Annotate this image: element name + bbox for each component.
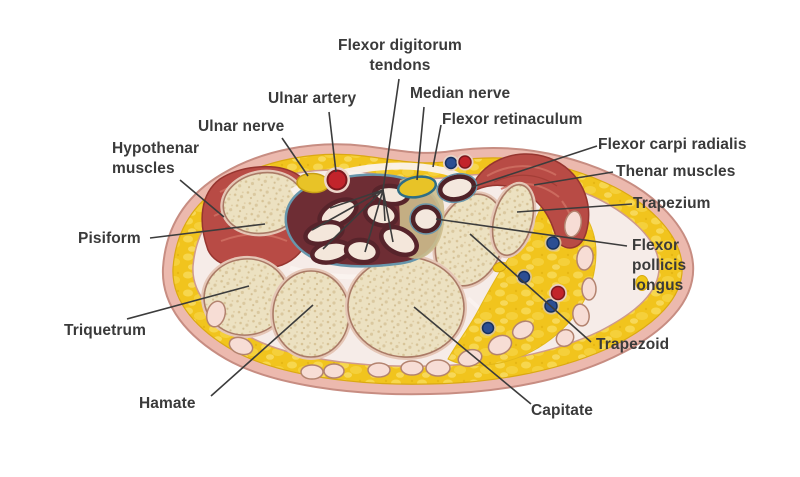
trapezoid-bone [432, 191, 508, 289]
label-median-nerve: Median nerve [410, 85, 511, 102]
label-trapezium: Trapezium [633, 195, 711, 212]
pointer-lines [126, 78, 633, 405]
label-flexor-digitorum-tendons: Flexor digitorum tendons [338, 37, 462, 74]
hamate-bone [270, 268, 352, 360]
pisiform-bone [220, 169, 306, 237]
label-ulnar-artery: Ulnar artery [268, 90, 357, 107]
label-flexor-carpi-radialis: Flexor carpi radialis [598, 136, 747, 153]
label-flexor-retinaculum: Flexor retinaculum [442, 111, 583, 128]
vessels-group [443, 153, 649, 336]
median-nerve-shape [396, 175, 438, 199]
label-capitate: Capitate [531, 402, 593, 419]
flexor-pollicis-longus-tendon [409, 203, 443, 235]
label-trapezoid: Trapezoid [596, 336, 670, 353]
label-ulnar-nerve: Ulnar nerve [198, 118, 285, 135]
label-triquetrum: Triquetrum [64, 322, 146, 339]
flexor-carpi-radialis-tendon [436, 172, 478, 204]
label-thenar-muscles: Thenar muscles [616, 163, 736, 180]
label-flexor-pollicis-longus: Flexor pollicis longus [632, 237, 687, 294]
small-tendons-group [205, 210, 597, 380]
trapezium-bone [489, 181, 537, 259]
capitate-bone [345, 253, 467, 361]
label-hamate: Hamate [139, 395, 196, 412]
label-pisiform: Pisiform [78, 230, 141, 247]
label-hypothenar-muscles: Hypothenar muscles [112, 140, 200, 177]
ulnar-artery-shape [324, 167, 350, 193]
